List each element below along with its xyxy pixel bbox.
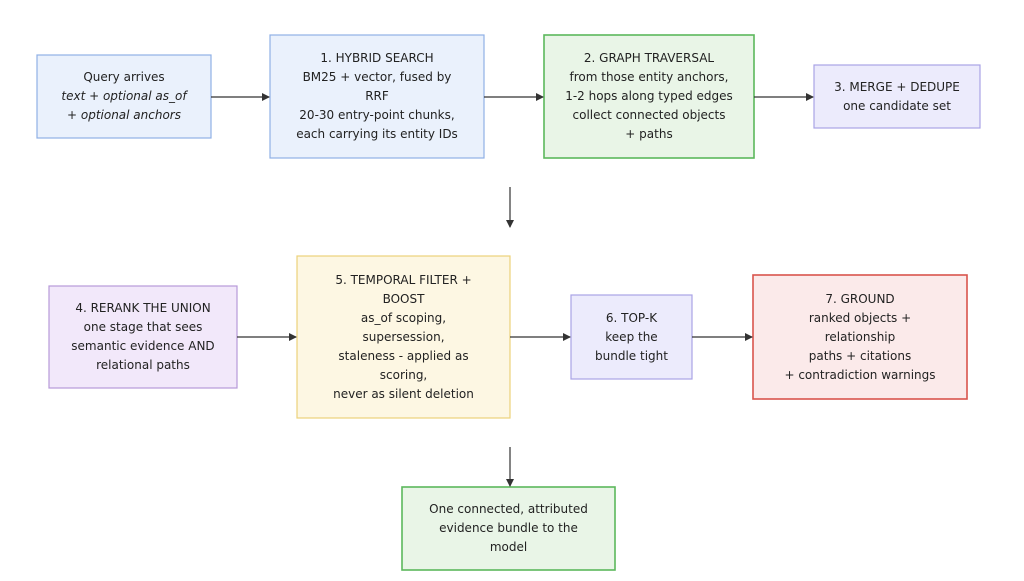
- graph-traversal-line: 1-2 hops along typed edges: [565, 89, 733, 103]
- top-k-line: keep the: [605, 329, 658, 344]
- rerank-box: [48, 285, 238, 389]
- graph-traversal-box: [543, 34, 755, 159]
- temporal-filter-line: never as silent deletion: [333, 386, 474, 401]
- rerank-title: 4. RERANK THE UNION: [75, 301, 211, 315]
- temporal-filter-node: 5. TEMPORAL FILTER + BOOST as_of scoping…: [297, 256, 510, 418]
- graph-traversal-line: + paths: [625, 127, 673, 141]
- query-line-text: text + optional as_of: [61, 89, 187, 103]
- bundle-line: evidence bundle to the: [439, 521, 578, 535]
- temporal-filter-line: staleness - applied as: [338, 348, 469, 363]
- temporal-filter-line: scoring,: [379, 367, 428, 382]
- temporal-filter-title-cont: BOOST: [382, 291, 425, 306]
- hybrid-search-line: RRF: [365, 89, 389, 103]
- ground-box: [752, 274, 968, 400]
- query-box: [36, 54, 212, 139]
- graph-traversal-line: collect connected objects: [572, 108, 726, 122]
- bundle-line: One connected, attributed: [429, 502, 588, 516]
- ground-line: + contradiction warnings: [784, 367, 936, 382]
- hybrid-search-node: 1. HYBRID SEARCH BM25 + vector, fused by…: [270, 35, 484, 158]
- temporal-filter-box: [296, 255, 511, 419]
- hybrid-search-line: 20-30 entry-point chunks,: [299, 108, 455, 122]
- temporal-filter-line: supersession,: [362, 329, 445, 344]
- ground-line: relationship: [824, 329, 896, 344]
- graph-traversal-title: 2. GRAPH TRAVERSAL: [583, 51, 715, 65]
- merge-dedupe-box: [813, 64, 981, 129]
- rerank-line: relational paths: [96, 358, 190, 372]
- bundle-node: One connected, attributed evidence bundl…: [402, 487, 615, 570]
- top-k-node: 6. TOP-K keep the bundle tight: [571, 295, 692, 379]
- merge-dedupe-line: one candidate set: [843, 98, 951, 113]
- bundle-box: [401, 486, 616, 571]
- query-title: Query arrives: [83, 70, 165, 84]
- ground-line: paths + citations: [808, 348, 912, 363]
- top-k-title: 6. TOP-K: [605, 310, 658, 325]
- hybrid-search-title: 1. HYBRID SEARCH: [320, 51, 434, 65]
- ground-line: ranked objects +: [808, 310, 912, 325]
- rerank-node: 4. RERANK THE UNION one stage that sees …: [49, 286, 237, 388]
- temporal-filter-title: 5. TEMPORAL FILTER +: [335, 272, 472, 287]
- graph-traversal-line: from those entity anchors,: [569, 70, 729, 84]
- graph-traversal-node: 2. GRAPH TRAVERSAL from those entity anc…: [544, 35, 754, 158]
- temporal-filter-line: as_of scoping,: [360, 310, 447, 325]
- query-line-anchors: + optional anchors: [66, 108, 181, 122]
- hybrid-search-line: each carrying its entity IDs: [296, 127, 458, 141]
- rerank-line: semantic evidence AND: [71, 339, 215, 353]
- hybrid-search-box: [269, 34, 485, 159]
- hybrid-search-line: BM25 + vector, fused by: [302, 70, 452, 84]
- query-node: Query arrives text + optional as_of + op…: [37, 55, 211, 138]
- merge-dedupe-node: 3. MERGE + DEDUPE one candidate set: [814, 65, 980, 128]
- merge-dedupe-title: 3. MERGE + DEDUPE: [834, 79, 960, 94]
- ground-node: 7. GROUND ranked objects + relationship …: [753, 275, 967, 399]
- rerank-line: one stage that sees: [83, 320, 203, 334]
- top-k-line: bundle tight: [595, 348, 668, 363]
- bundle-line: model: [489, 540, 528, 554]
- top-k-box: [570, 294, 693, 380]
- ground-title: 7. GROUND: [825, 291, 895, 306]
